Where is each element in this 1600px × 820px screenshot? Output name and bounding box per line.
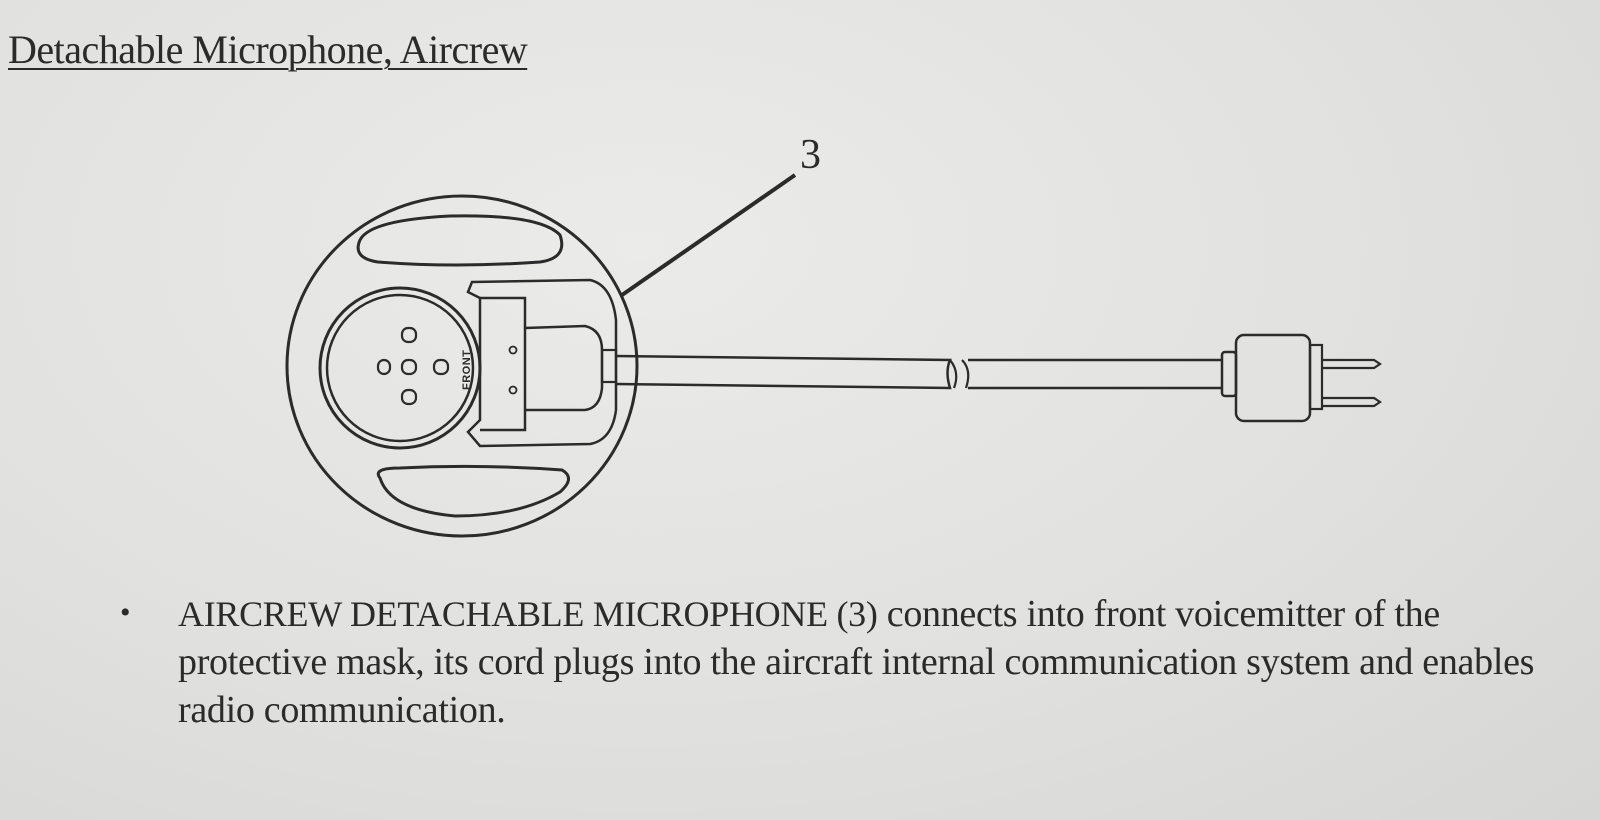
plug-body xyxy=(1234,333,1312,423)
page-title: Detachable Microphone, Aircrew xyxy=(8,27,528,72)
cord-segment-right xyxy=(968,358,1222,390)
callout-leader-line xyxy=(620,173,797,297)
connector-pin-bottom xyxy=(508,385,518,395)
bullet-lead-text: AIRCREW DETACHABLE MICROPHONE (3) xyxy=(178,594,878,634)
mic-hole-center xyxy=(400,358,418,376)
cord-strain-relief xyxy=(600,348,618,384)
bottom-slot xyxy=(376,464,570,518)
cord-segment-left xyxy=(615,354,952,390)
cord-break-mark xyxy=(949,359,970,389)
microphone-cap-outer xyxy=(318,286,482,450)
plug-collar xyxy=(1220,350,1238,398)
mounting-plate-outer xyxy=(285,194,639,538)
mic-hole-bottom xyxy=(400,388,418,406)
mic-hole-top xyxy=(400,326,418,344)
mic-hole-left xyxy=(376,358,392,376)
plug-flange xyxy=(1308,343,1324,411)
bullet-item: AIRCREW DETACHABLE MICROPHONE (3) connec… xyxy=(178,590,1568,734)
callout-number: 3 xyxy=(800,132,821,178)
bullet-marker: • xyxy=(120,596,131,629)
front-label: FRONT xyxy=(461,350,473,390)
plug-prong-top xyxy=(1322,358,1382,370)
connector-housing-body xyxy=(480,296,527,432)
connector-housing-outer xyxy=(466,278,618,448)
connector-jack xyxy=(524,324,604,412)
bullet-body-text: connects into front voicemitter of the p… xyxy=(178,593,1535,731)
connector-pin-top xyxy=(508,345,518,355)
top-slot xyxy=(356,214,564,267)
mic-hole-right xyxy=(432,358,450,376)
plug-prong-bottom xyxy=(1322,396,1382,408)
microphone-cap-inner xyxy=(325,293,475,443)
